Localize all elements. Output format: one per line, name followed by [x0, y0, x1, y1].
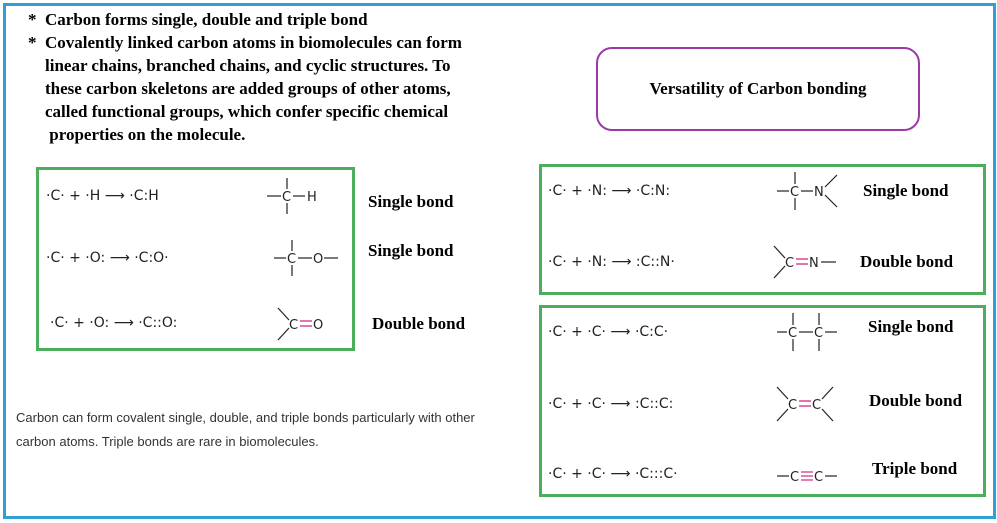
- svg-text:H: H: [307, 190, 317, 205]
- equation-c-c-double: ·C· + ·C· ⟶ :C::C:: [548, 396, 674, 412]
- svg-text:C: C: [785, 256, 794, 271]
- svg-text:C: C: [790, 470, 799, 485]
- svg-text:O: O: [313, 318, 323, 333]
- equation-c-c-single: ·C· + ·C· ⟶ ·C:C·: [548, 324, 669, 340]
- bond-label: Single bond: [368, 241, 454, 260]
- bullet-line: * Carbon forms single, double and triple…: [28, 10, 368, 29]
- bullet-line: linear chains, branched chains, and cycl…: [28, 56, 451, 75]
- structure-c-h: C H: [267, 178, 317, 214]
- svg-text:C: C: [814, 470, 823, 485]
- svg-text:O: O: [313, 252, 323, 267]
- svg-text:C: C: [289, 318, 298, 333]
- svg-text:C: C: [788, 326, 797, 341]
- svg-text:C: C: [287, 252, 296, 267]
- caption: Carbon can form covalent single, double,…: [16, 406, 516, 454]
- bullet-line: * Covalently linked carbon atoms in biom…: [28, 33, 462, 52]
- caption-line: carbon atoms. Triple bonds are rare in b…: [16, 434, 319, 449]
- svg-text:N: N: [814, 185, 824, 200]
- bond-label: Double bond: [860, 252, 954, 271]
- outer-frame: [3, 3, 996, 519]
- structure-c-c-double: C C: [776, 386, 834, 422]
- svg-text:C: C: [790, 185, 799, 200]
- bond-label: Single bond: [868, 317, 954, 336]
- bond-label: Double bond: [869, 391, 963, 410]
- bond-label: Triple bond: [872, 459, 958, 478]
- equation-c-c-triple: ·C· + ·C· ⟶ ·C:::C·: [548, 466, 678, 482]
- left-bond-panel: [36, 167, 355, 351]
- structure-c-o-double: C O: [277, 307, 323, 341]
- bullet-line: called functional groups, which confer s…: [28, 102, 449, 121]
- structure-c-n-double: C N: [773, 245, 836, 279]
- title-box: Versatility of Carbon bonding: [596, 47, 920, 131]
- right-top-bond-panel: [539, 164, 986, 295]
- equation-c-n-single: ·C· + ·N: ⟶ ·C:N:: [548, 183, 671, 199]
- equation-c-o-single: ·C· + ·O: ⟶ ·C:O·: [46, 250, 169, 266]
- bond-label: Single bond: [863, 181, 949, 200]
- bullet-text: * Carbon forms single, double and triple…: [28, 8, 548, 146]
- right-bottom-bond-panel: [539, 305, 986, 497]
- bullet-line: properties on the molecule.: [28, 125, 246, 144]
- caption-line: Carbon can form covalent single, double,…: [16, 410, 475, 425]
- structure-c-c-triple: C C: [777, 470, 837, 485]
- equation-c-n-double: ·C· + ·N: ⟶ :C::N·: [548, 254, 675, 270]
- equation-c-o-double: ·C· + ·O: ⟶ ·C::O:: [50, 315, 178, 331]
- svg-text:N: N: [809, 256, 819, 271]
- svg-text:C: C: [812, 398, 821, 413]
- equation-c-h: ·C· + ·H ⟶ ·C:H: [46, 188, 159, 204]
- structure-c-o-single: C O: [274, 240, 338, 276]
- svg-text:C: C: [788, 398, 797, 413]
- structure-c-c-single: C C: [777, 313, 837, 351]
- svg-text:C: C: [814, 326, 823, 341]
- structure-c-n-single: C N: [777, 172, 838, 210]
- bullet-line: these carbon skeletons are added groups …: [28, 79, 451, 98]
- bond-label: Double bond: [372, 314, 466, 333]
- bond-label: Single bond: [368, 192, 454, 211]
- title-text: Versatility of Carbon bonding: [649, 79, 867, 98]
- svg-text:C: C: [282, 190, 291, 205]
